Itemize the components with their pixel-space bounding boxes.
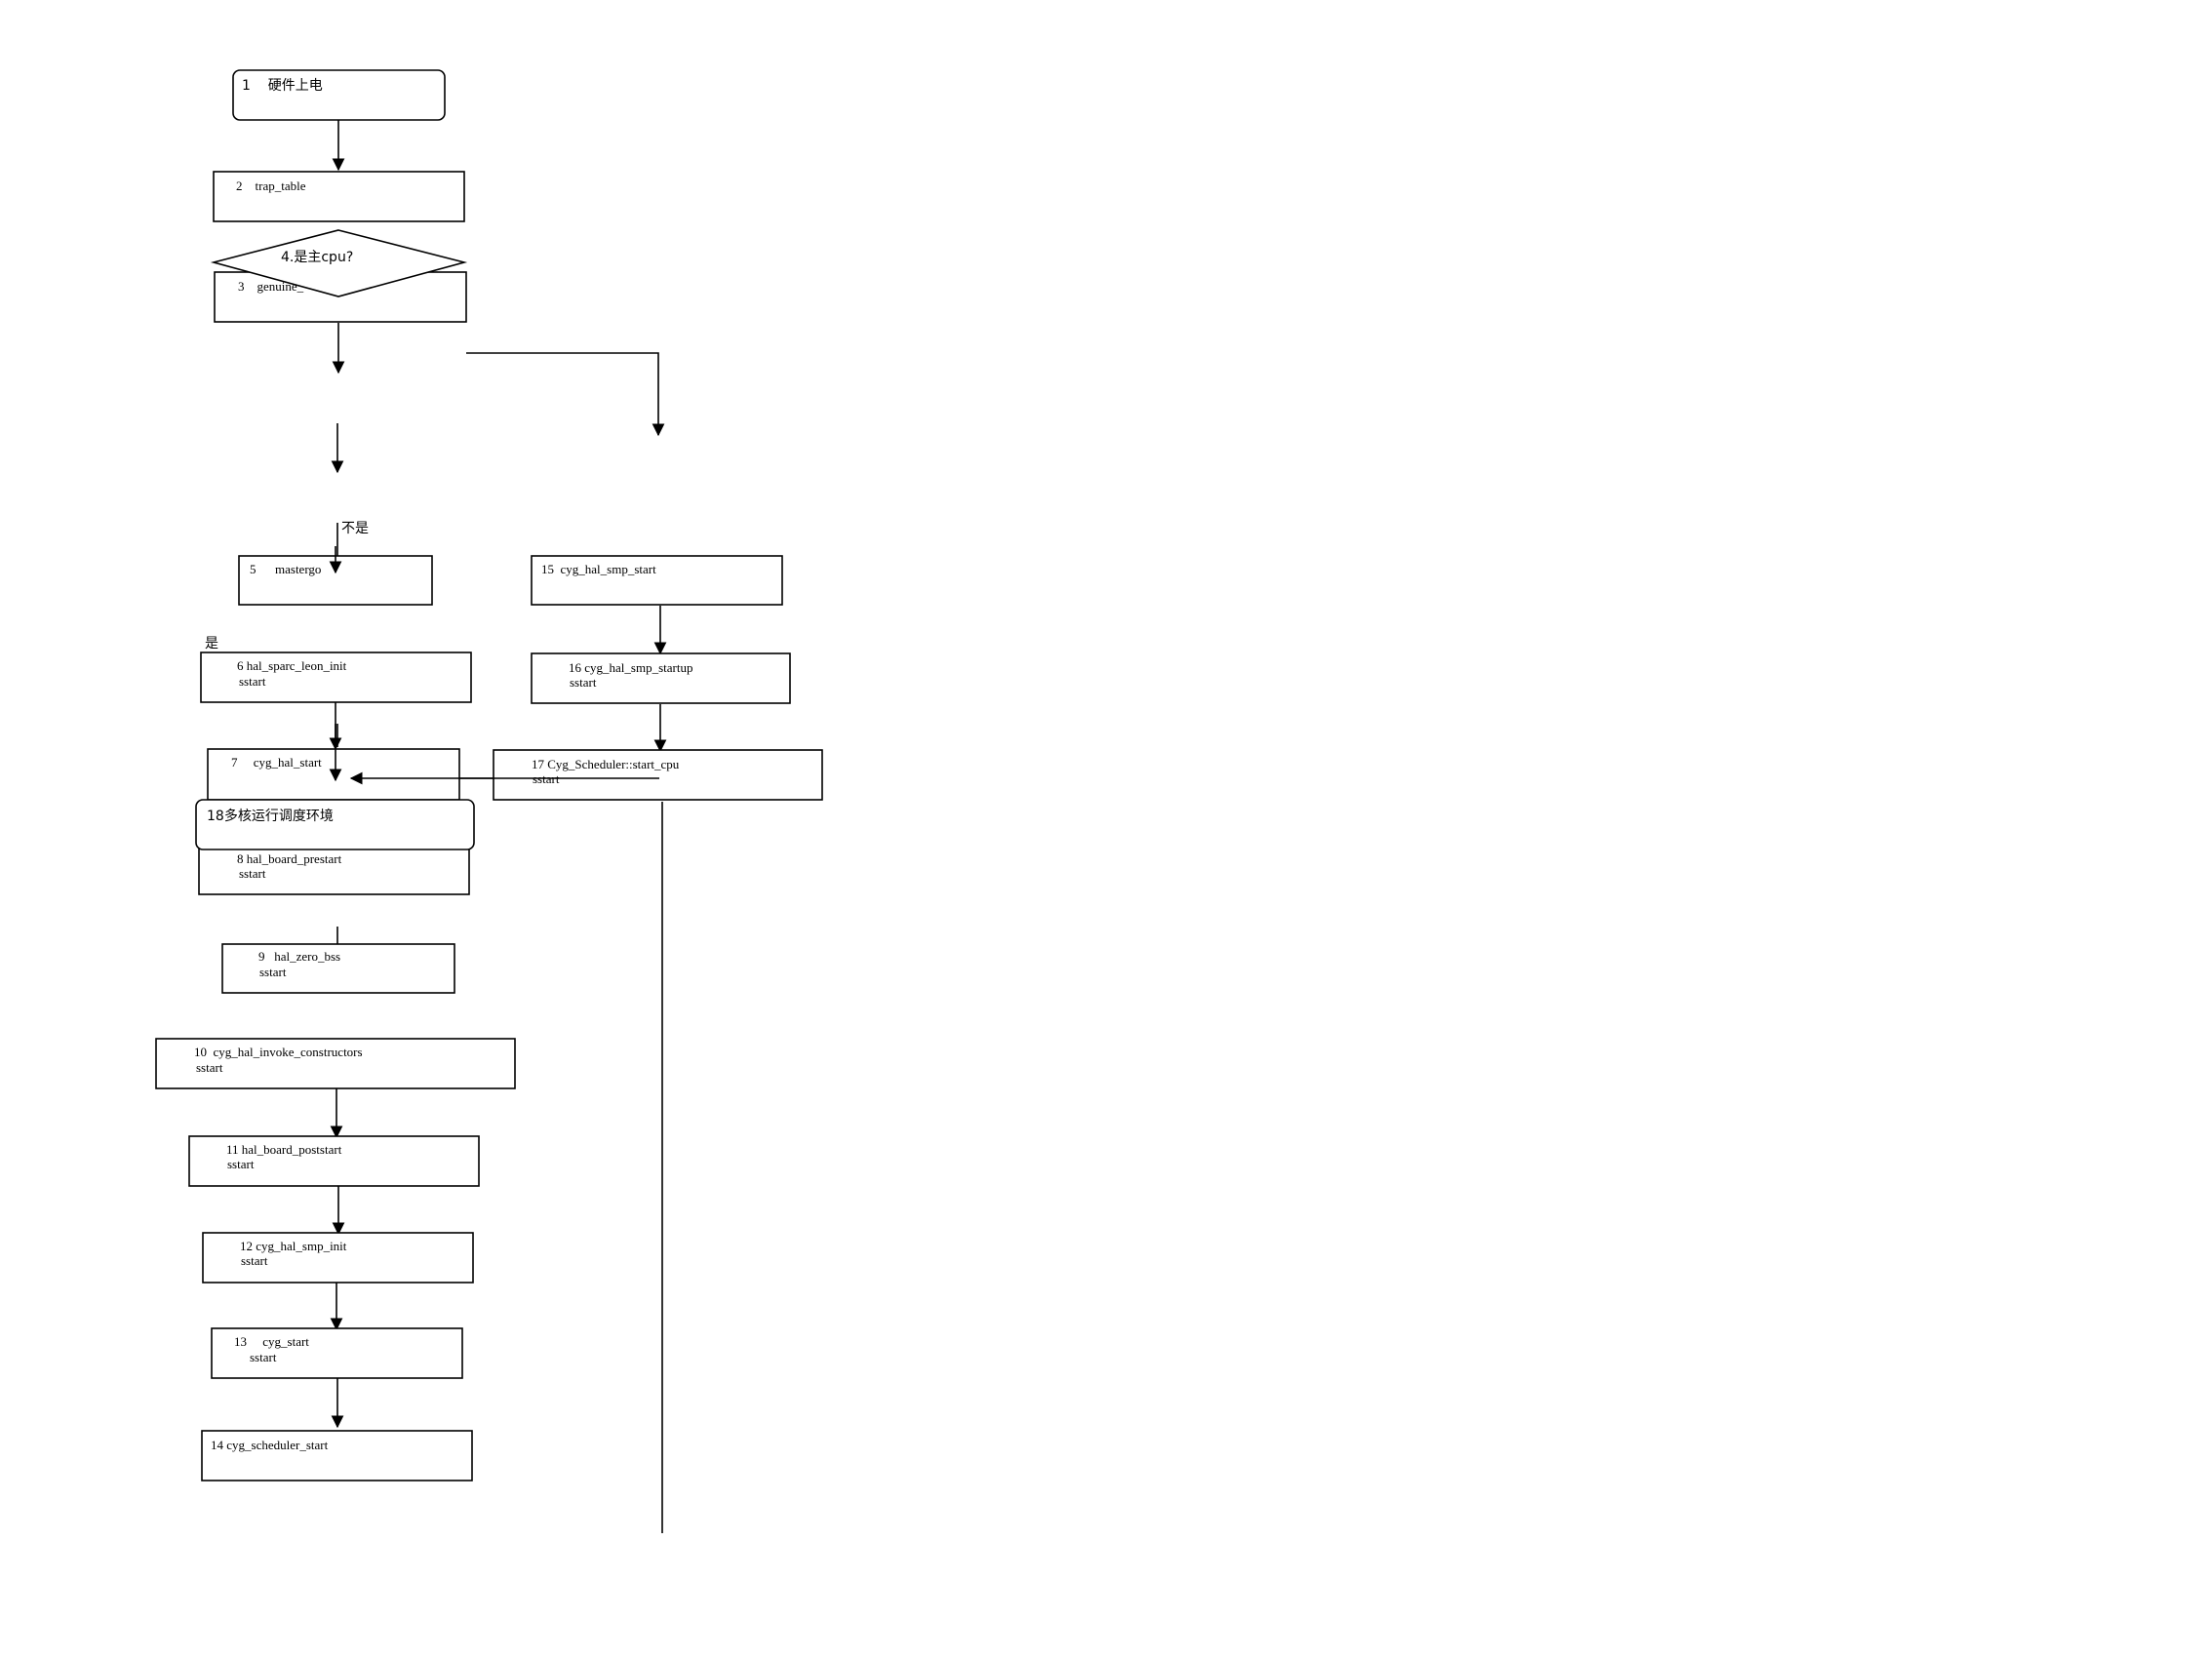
node-7-label: 7 cyg_hal_start xyxy=(231,755,322,770)
node-4-decision[interactable]: 4.是主cpu? xyxy=(210,229,468,297)
node-12-sublabel: sstart xyxy=(241,1253,268,1268)
node-2[interactable]: 2 trap_table xyxy=(213,171,465,222)
edge-label-no: 不是 xyxy=(341,521,369,536)
node-6[interactable]: 6 hal_sparc_leon_init sstart xyxy=(200,652,472,703)
node-13-label: 13 cyg_start xyxy=(234,1334,309,1349)
node-8-label: 8 hal_board_prestart xyxy=(237,851,342,866)
node-6-sublabel: sstart xyxy=(239,674,266,689)
node-13-sublabel: sstart xyxy=(250,1350,277,1364)
node-14[interactable]: 14 cyg_scheduler_start xyxy=(201,1430,473,1481)
node-13[interactable]: 13 cyg_start sstart xyxy=(211,1327,463,1379)
node-8-sublabel: sstart xyxy=(239,866,266,881)
node-16-sublabel: sstart xyxy=(570,675,597,690)
node-2-label: 2 trap_table xyxy=(236,178,306,193)
edge-to-right-branch xyxy=(466,352,665,437)
node-9[interactable]: 9 hal_zero_bss sstart xyxy=(221,943,455,994)
node-9-label: 9 hal_zero_bss xyxy=(258,949,340,964)
node-9-sublabel: sstart xyxy=(259,965,287,979)
node-17-label: 17 Cyg_Scheduler::start_cpu xyxy=(532,757,680,771)
node-11-label: 11 hal_board_poststart xyxy=(226,1142,342,1157)
node-8[interactable]: 8 hal_board_prestart sstart xyxy=(198,844,470,895)
node-14-label: 14 cyg_scheduler_start xyxy=(211,1438,329,1452)
node-16-label: 16 cyg_hal_smp_startup xyxy=(569,660,692,675)
node-16[interactable]: 16 cyg_hal_smp_startup sstart xyxy=(531,652,791,704)
node-7[interactable]: 7 cyg_hal_start xyxy=(207,748,460,801)
edge-label-yes: 是 xyxy=(205,636,218,652)
node-5-label: 5 mastergo xyxy=(250,562,321,576)
node-18[interactable]: 18多核运行调度环境 xyxy=(195,799,475,850)
node-1-label: 1 硬件上电 xyxy=(242,78,323,94)
node-18-label: 18多核运行调度环境 xyxy=(207,808,334,824)
node-3[interactable]: 3 genuine_ xyxy=(214,271,467,323)
node-17[interactable]: 17 Cyg_Scheduler::start_cpu sstart xyxy=(493,749,823,801)
node-12-label: 12 cyg_hal_smp_init xyxy=(240,1239,347,1253)
node-10[interactable]: 10 cyg_hal_invoke_constructors sstart xyxy=(155,1038,516,1089)
node-15[interactable]: 15 cyg_hal_smp_start xyxy=(531,555,783,606)
node-11[interactable]: 11 hal_board_poststart sstart xyxy=(188,1135,480,1187)
node-15-label: 15 cyg_hal_smp_start xyxy=(541,562,656,576)
node-12[interactable]: 12 cyg_hal_smp_init sstart xyxy=(202,1232,474,1284)
node-10-sublabel: sstart xyxy=(196,1060,223,1075)
node-6-label: 6 hal_sparc_leon_init xyxy=(237,658,347,673)
node-1[interactable]: 1 硬件上电 xyxy=(232,69,446,121)
node-11-sublabel: sstart xyxy=(227,1157,255,1171)
node-4-label: 4.是主cpu? xyxy=(281,250,353,265)
node-10-label: 10 cyg_hal_invoke_constructors xyxy=(194,1045,363,1059)
